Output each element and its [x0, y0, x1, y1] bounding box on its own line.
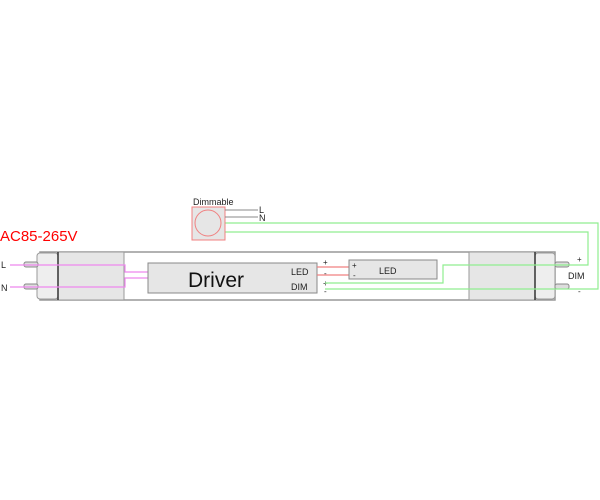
input-n-label: N	[1, 283, 8, 293]
led-module-minus: -	[353, 271, 356, 280]
dim-wires	[222, 222, 599, 290]
driver-dim-port: DIM	[291, 282, 308, 292]
dimmer-input-wires	[225, 209, 258, 218]
left-pins	[23, 261, 39, 290]
driver-led-port: LED	[291, 267, 309, 277]
mains-wires	[10, 264, 148, 288]
voltage-label: AC85-265V	[0, 228, 78, 245]
led-wires	[317, 266, 349, 276]
right-end-cap	[468, 251, 536, 301]
left-pin-cap	[36, 252, 59, 300]
right-pin-cap	[534, 252, 556, 300]
dimmer-l-label: L	[259, 205, 264, 215]
dimmer-knob	[194, 209, 222, 237]
dim-output-minus: -	[578, 287, 581, 296]
driver-box	[147, 262, 318, 294]
dimmer-title: Dimmable	[193, 197, 234, 207]
driver-title: Driver	[188, 269, 244, 292]
led-module-title: LED	[379, 266, 397, 276]
driver-led-minus: -	[324, 269, 327, 278]
left-end-cap	[57, 251, 125, 301]
driver-dim-minus: -	[324, 287, 327, 296]
dimmer-n-label: N	[259, 213, 266, 223]
input-l-label: L	[1, 260, 6, 270]
led-module-box	[348, 259, 438, 280]
dim-output-plus: +	[577, 255, 582, 264]
dim-output-label: DIM	[568, 271, 585, 281]
right-pins	[554, 261, 570, 290]
driver-led-plus: +	[323, 258, 328, 267]
led-module-plus: +	[352, 261, 357, 270]
